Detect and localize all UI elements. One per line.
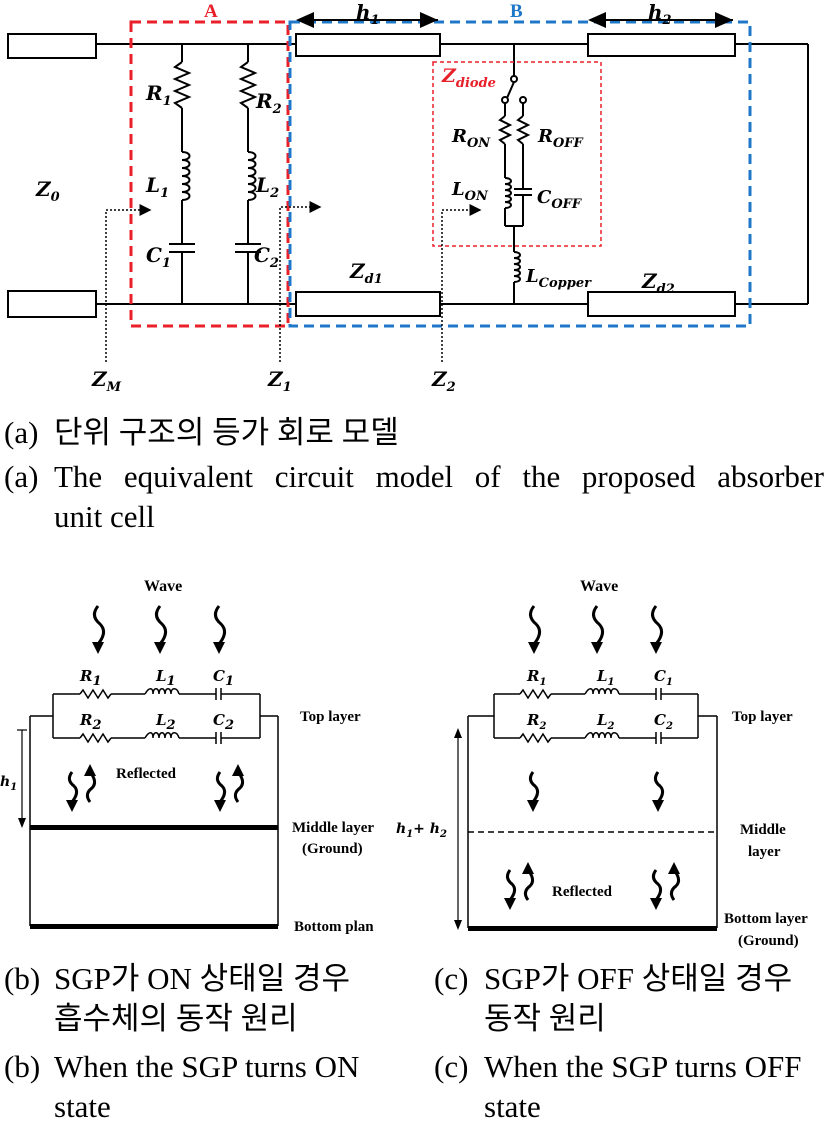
- caption-a-english: (a) The equivalent circuit model of the …: [4, 458, 824, 538]
- l1-label: L1: [145, 173, 169, 201]
- lcopper-label: LCopper: [525, 266, 592, 291]
- zdiode-box: [432, 61, 602, 247]
- wave-label-c: Wave: [580, 578, 618, 595]
- b-h1: h1: [0, 774, 17, 793]
- caption-b-english-line2: state: [54, 1089, 111, 1124]
- block-a-label: A: [204, 1, 218, 22]
- b-c1: C1: [213, 667, 234, 689]
- r2-label: R2: [255, 89, 282, 117]
- block-b-box: [288, 20, 752, 328]
- c2-label: C2: [254, 243, 279, 271]
- z1-label: Z1: [267, 367, 292, 395]
- caption-a-english-line2: unit cell: [54, 499, 155, 534]
- tl-h1-box: [295, 33, 441, 57]
- c-h1h2: h1+ h2: [396, 821, 447, 840]
- caption-a2-label: (a): [4, 459, 39, 494]
- top-layer-label-c: Top layer: [732, 709, 793, 725]
- caption-c-korean: (c) SGP가 OFF 상태일 경우 동작 원리: [434, 960, 826, 1040]
- c-l2: L2: [596, 711, 615, 732]
- zm-label: ZM: [91, 367, 122, 395]
- zd2-label: Zd2: [641, 269, 675, 297]
- impedance-arrows: [105, 201, 482, 362]
- figure-c-diagram: Wave R1 L1 C1 R2 L2 C2: [396, 578, 808, 949]
- r1-label: R1: [145, 81, 172, 109]
- branch-2: [235, 44, 261, 304]
- lon-label: LON: [451, 179, 489, 204]
- caption-b-korean-line1: SGP가 ON 상태일 경우: [54, 961, 351, 996]
- port-box-bottom: [7, 290, 97, 318]
- b-r2: R2: [79, 711, 102, 733]
- caption-c-korean-line1: SGP가 OFF 상태일 경우: [484, 961, 793, 996]
- block-b-label: B: [510, 1, 523, 22]
- c1-label: C1: [146, 243, 171, 271]
- caption-c-english-line1: When the SGP turns OFF: [484, 1049, 802, 1084]
- h2-label: h2: [648, 0, 672, 28]
- coff-label: COFF: [537, 187, 582, 212]
- ron-label: RON: [451, 126, 491, 151]
- caption-a-label: (a): [4, 415, 39, 450]
- caption-a-english-line1: The equivalent circuit model of the prop…: [54, 459, 824, 494]
- caption-b-korean: (b) SGP가 ON 상태일 경우 흡수체의 동작 원리: [4, 960, 404, 1040]
- z2-label: Z2: [431, 367, 456, 395]
- caption-b-english-line1: When the SGP turns ON: [54, 1049, 360, 1084]
- middle-layer-ground-label-b: (Ground): [302, 841, 363, 857]
- diode-branch: [497, 44, 532, 304]
- c-r2: R2: [526, 711, 546, 732]
- middle-layer-label-c-2: layer: [748, 844, 781, 860]
- middle-layer-label-b: Middle layer: [292, 820, 374, 836]
- branch-1: [169, 44, 195, 304]
- caption-b-english: (b) When the SGP turns ON state: [4, 1048, 404, 1128]
- b-l2: L2: [155, 711, 176, 733]
- top-layer-label-b: Top layer: [300, 709, 361, 725]
- caption-b-korean-line2: 흡수체의 동작 원리: [54, 1001, 298, 1036]
- b-l1: L1: [155, 667, 176, 689]
- c-l1: L1: [596, 667, 615, 688]
- caption-c2-label: (c): [434, 1049, 469, 1084]
- c-c2: C2: [654, 711, 673, 732]
- tl-zd2-box: [587, 291, 736, 317]
- l2-label: L2: [255, 173, 279, 201]
- reflected-label-c: Reflected: [552, 884, 613, 900]
- reflected-label-b: Reflected: [116, 766, 177, 782]
- wave-label-b: Wave: [144, 578, 182, 595]
- bottom-plane-label-b: Bottom plan: [294, 919, 374, 935]
- caption-a-korean-text: 단위 구조의 등가 회로 모델: [54, 415, 399, 450]
- bottom-layer-label-c: Bottom layer: [724, 911, 808, 927]
- caption-c-korean-line2: 동작 원리: [484, 1001, 606, 1036]
- caption-a-korean: (a) 단위 구조의 등가 회로 모델: [4, 414, 824, 452]
- b-r1: R1: [79, 667, 102, 689]
- block-a-box: [129, 20, 290, 328]
- figure-a-circuit: [96, 43, 809, 305]
- caption-c-label: (c): [434, 961, 469, 996]
- zd1-label: Zd1: [349, 259, 383, 287]
- caption-b-label: (b): [4, 961, 41, 996]
- roff-label: ROFF: [537, 126, 584, 151]
- c-c1: C1: [654, 667, 673, 688]
- h1-label: h1: [356, 0, 380, 28]
- tl-h2-box: [587, 33, 736, 57]
- tl-zd1-box: [295, 291, 441, 317]
- caption-c-english-line2: state: [484, 1089, 541, 1124]
- middle-layer-label-c: Middle: [740, 822, 786, 838]
- c-r1: R1: [526, 667, 546, 688]
- b-c2: C2: [213, 711, 234, 733]
- bottom-layer-ground-label-c: (Ground): [738, 933, 799, 949]
- figure-b-diagram: Wave R1 L1 C1 R2 L2 C2: [0, 578, 374, 935]
- port-box-top: [7, 33, 97, 59]
- caption-b2-label: (b): [4, 1049, 41, 1084]
- caption-c-english: (c) When the SGP turns OFF state: [434, 1048, 826, 1128]
- zdiode-label: Zdiode: [441, 65, 496, 91]
- z0-label: Z0: [35, 177, 60, 205]
